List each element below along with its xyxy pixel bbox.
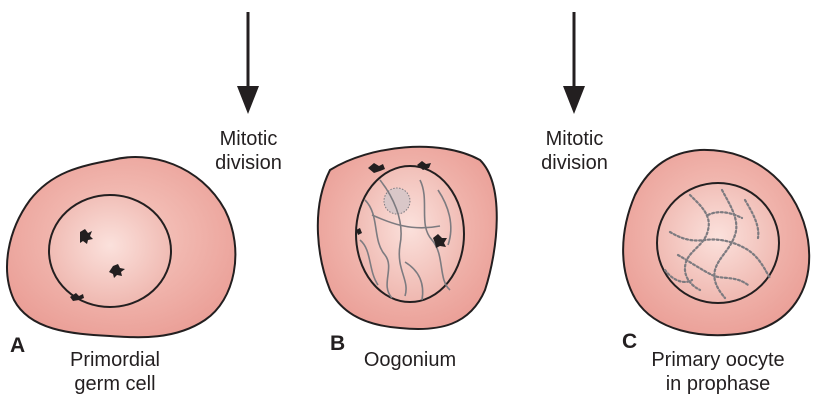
panel-a-letter: A [10, 334, 25, 358]
arrow-1-label-line2: division [200, 151, 297, 175]
cell-b-oogonium [318, 147, 497, 329]
panel-c-letter: C [622, 330, 637, 354]
arrow-2-label: Mitotic division [526, 127, 623, 175]
arrow-2-label-line2: division [526, 151, 623, 175]
arrow-1-label-line1: Mitotic [200, 127, 297, 151]
arrow-2-label-line1: Mitotic [526, 127, 623, 151]
panel-b-letter: B [330, 332, 345, 356]
panel-c-caption-line1: Primary oocyte [643, 348, 793, 372]
panel-c-caption-line2: in prophase [643, 372, 793, 396]
arrow-2 [563, 12, 585, 114]
panel-b-caption-line1: Oogonium [355, 348, 465, 372]
panel-a-caption: Primordial germ cell [50, 348, 180, 396]
panel-a-caption-line2: germ cell [50, 372, 180, 396]
cell-a-primordial-germ-cell [7, 157, 235, 337]
panel-a-caption-line1: Primordial [50, 348, 180, 372]
arrow-1-label: Mitotic division [200, 127, 297, 175]
cell-c-nucleus [657, 183, 779, 303]
cell-c-primary-oocyte [623, 150, 809, 335]
panel-b-caption: Oogonium [355, 348, 465, 372]
cell-b-nucleus [356, 166, 464, 302]
arrow-1 [237, 12, 259, 114]
cell-a-nucleus [49, 195, 171, 307]
panel-c-caption: Primary oocyte in prophase [643, 348, 793, 396]
